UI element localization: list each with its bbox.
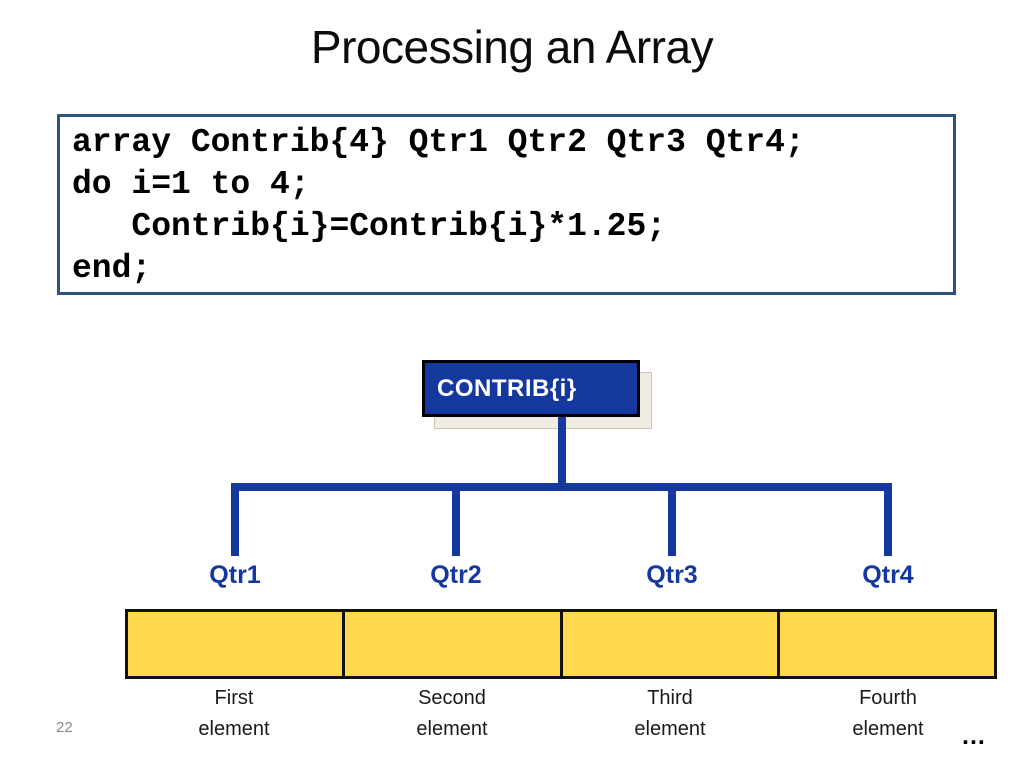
array-bar bbox=[125, 609, 997, 679]
slide-title: Processing an Array bbox=[310, 21, 714, 73]
branch-label-qtr4: Qtr4 bbox=[862, 561, 914, 589]
branch-label-qtr3: Qtr3 bbox=[646, 561, 698, 589]
connector-stem bbox=[558, 417, 566, 487]
connector-drop-3 bbox=[668, 483, 676, 556]
element-caption-2-line1: Second bbox=[418, 687, 486, 709]
connector-drop-1 bbox=[231, 483, 239, 556]
element-caption-4: Fourth element bbox=[808, 683, 968, 745]
element-caption-4-line1: Fourth bbox=[859, 687, 917, 709]
connector-drop-4 bbox=[884, 483, 892, 556]
branch-label-qtr1: Qtr1 bbox=[209, 561, 261, 589]
element-caption-2-line2: element bbox=[416, 718, 488, 740]
code-line-4: end; bbox=[72, 250, 152, 287]
branch-label-qtr2: Qtr2 bbox=[430, 561, 482, 589]
array-cell-2 bbox=[345, 612, 563, 676]
element-caption-1-line2: element bbox=[198, 718, 270, 740]
element-caption-1-line1: First bbox=[214, 687, 254, 709]
element-caption-4-line2: element bbox=[852, 718, 924, 740]
array-cell-4 bbox=[780, 612, 994, 676]
connector-drop-2 bbox=[452, 483, 460, 556]
array-cell-1 bbox=[128, 612, 346, 676]
root-node-box: CONTRIB{i} bbox=[422, 360, 640, 417]
more-indicator: ... bbox=[962, 722, 986, 750]
array-cell-3 bbox=[563, 612, 780, 676]
element-caption-3-line1: Third bbox=[647, 687, 693, 709]
element-caption-1: First element bbox=[154, 683, 314, 745]
page-number: 22 bbox=[56, 719, 73, 736]
element-caption-3-line2: element bbox=[634, 718, 706, 740]
element-caption-3: Third element bbox=[590, 683, 750, 745]
connector-horizontal bbox=[231, 483, 892, 491]
code-block: array Contrib{4} Qtr1 Qtr2 Qtr3 Qtr4; do… bbox=[57, 114, 956, 295]
root-node-label: CONTRIB{i} bbox=[437, 374, 577, 402]
code-text: array Contrib{4} Qtr1 Qtr2 Qtr3 Qtr4; do… bbox=[72, 122, 953, 290]
code-line-3: Contrib{i}=Contrib{i}*1.25; bbox=[72, 208, 667, 245]
code-line-2: do i=1 to 4; bbox=[72, 166, 310, 203]
element-caption-2: Second element bbox=[372, 683, 532, 745]
code-line-1: array Contrib{4} Qtr1 Qtr2 Qtr3 Qtr4; bbox=[72, 124, 805, 161]
